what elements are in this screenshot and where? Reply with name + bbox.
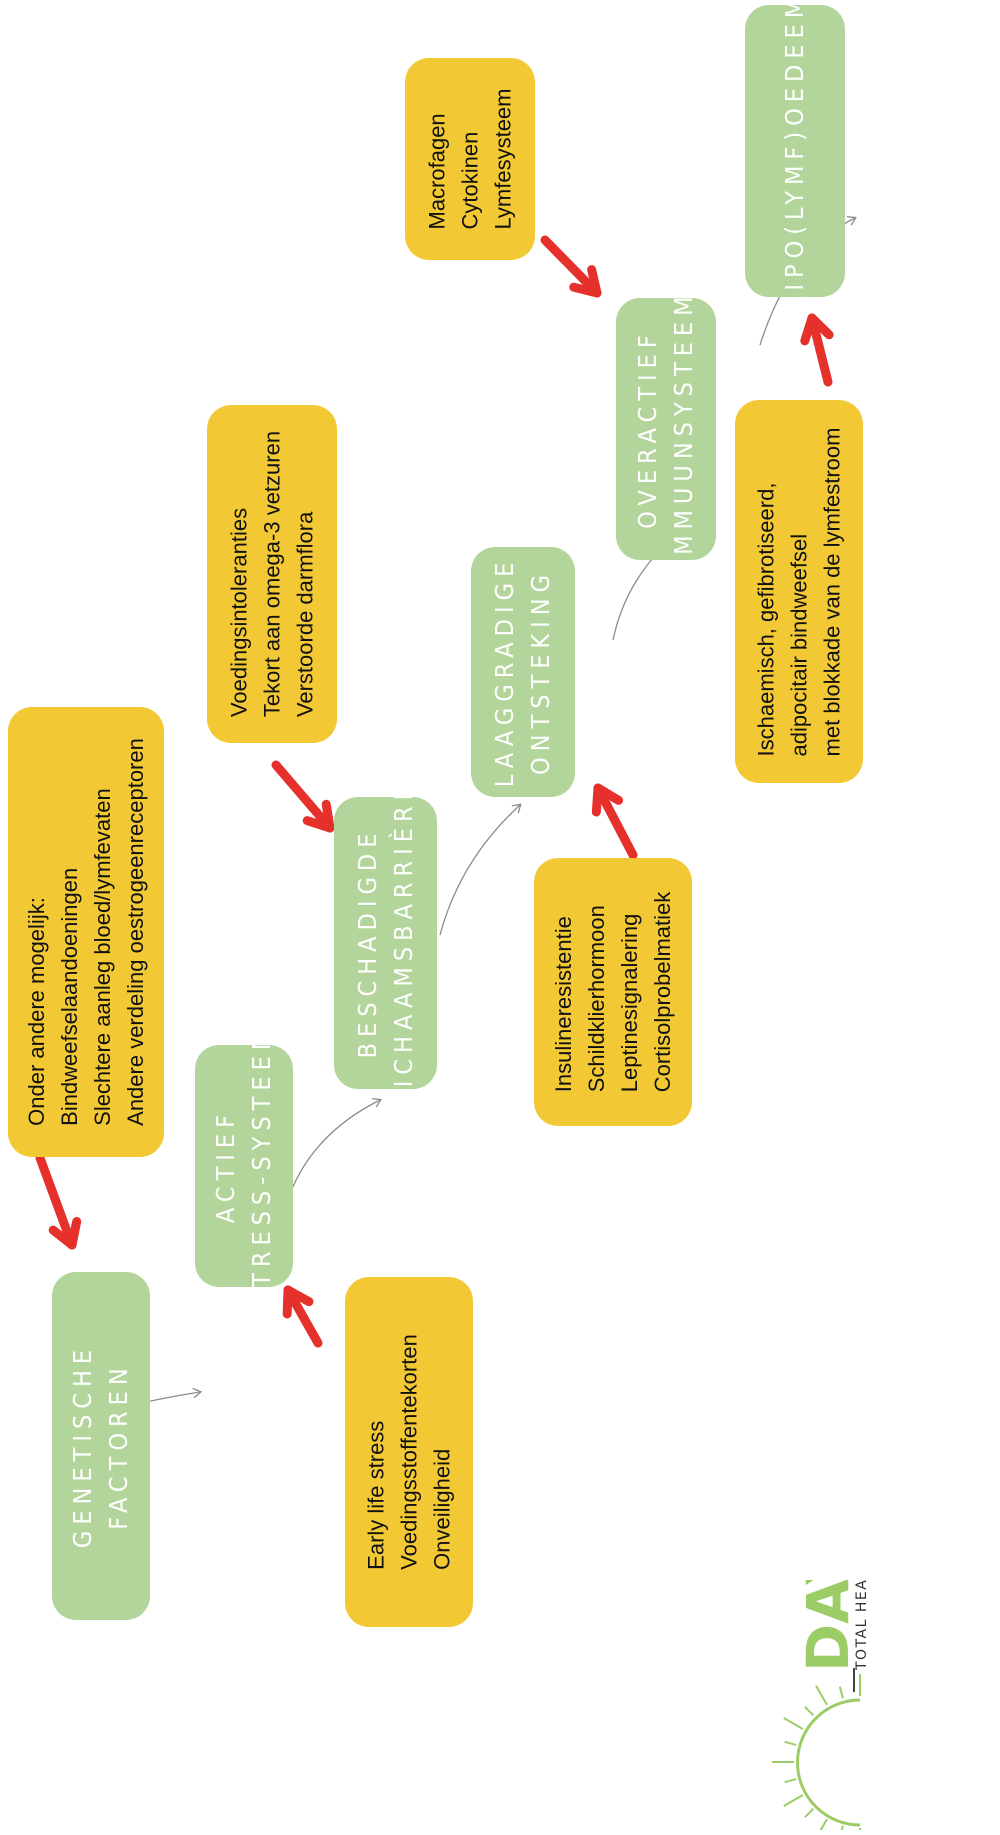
- connector-3: [439, 805, 520, 936]
- red-arrow-head-3: [302, 799, 335, 833]
- sun-ray: [783, 1794, 804, 1807]
- logo-brand: DAY-1: [794, 1580, 862, 1672]
- sun-ray: [816, 1818, 828, 1835]
- red-arrow-head-1: [48, 1216, 82, 1250]
- logo-tagline: TOTAL HEALTH CONCEPT: [854, 1580, 870, 1671]
- connector-2: [281, 1100, 380, 1221]
- sun-ray: [804, 1807, 815, 1818]
- stage-lipo-lymf-oedeem: LIPO(LYMF)OEDEEM: [745, 0, 845, 309]
- red-arrow-6: [807, 313, 833, 387]
- red-arrow-4: [593, 783, 638, 860]
- red-arrow-3: [271, 760, 335, 833]
- red-arrow-2: [283, 1285, 323, 1348]
- stage-label: LIPO(LYMF)OEDEEM: [780, 0, 809, 310]
- sun-ray: [783, 1717, 804, 1730]
- sun-ray: [839, 1825, 844, 1835]
- red-arrow-head-5: [569, 265, 602, 298]
- day1-logo: DAY-1 TOTAL HEALTH CONCEPT: [760, 1466, 870, 1835]
- red-arrow-head-6: [800, 313, 834, 346]
- sun-ray: [838, 1686, 844, 1699]
- red-arrow-head-2: [282, 1285, 314, 1319]
- sun-ray: [784, 1740, 797, 1746]
- sun-ray: [784, 1778, 797, 1784]
- red-arrow-5: [540, 235, 602, 298]
- factor-genetische: Onder andere mogelijk:Bindweefselaandoen…: [8, 707, 164, 1157]
- red-arrow-1: [35, 1153, 77, 1250]
- red-arrow-head-4: [591, 783, 624, 817]
- factor-oedeem: Ischaemisch, gefibrotiseerd,adipocitair …: [735, 400, 863, 783]
- factor-text: Onder andere mogelijk:Bindweefselaandoen…: [24, 738, 148, 1126]
- sun-ray: [804, 1706, 815, 1717]
- sun-icon: [772, 1674, 861, 1835]
- factor-text: Ischaemisch, gefibrotiseerd,adipocitair …: [753, 427, 845, 756]
- sun-ray: [815, 1685, 828, 1706]
